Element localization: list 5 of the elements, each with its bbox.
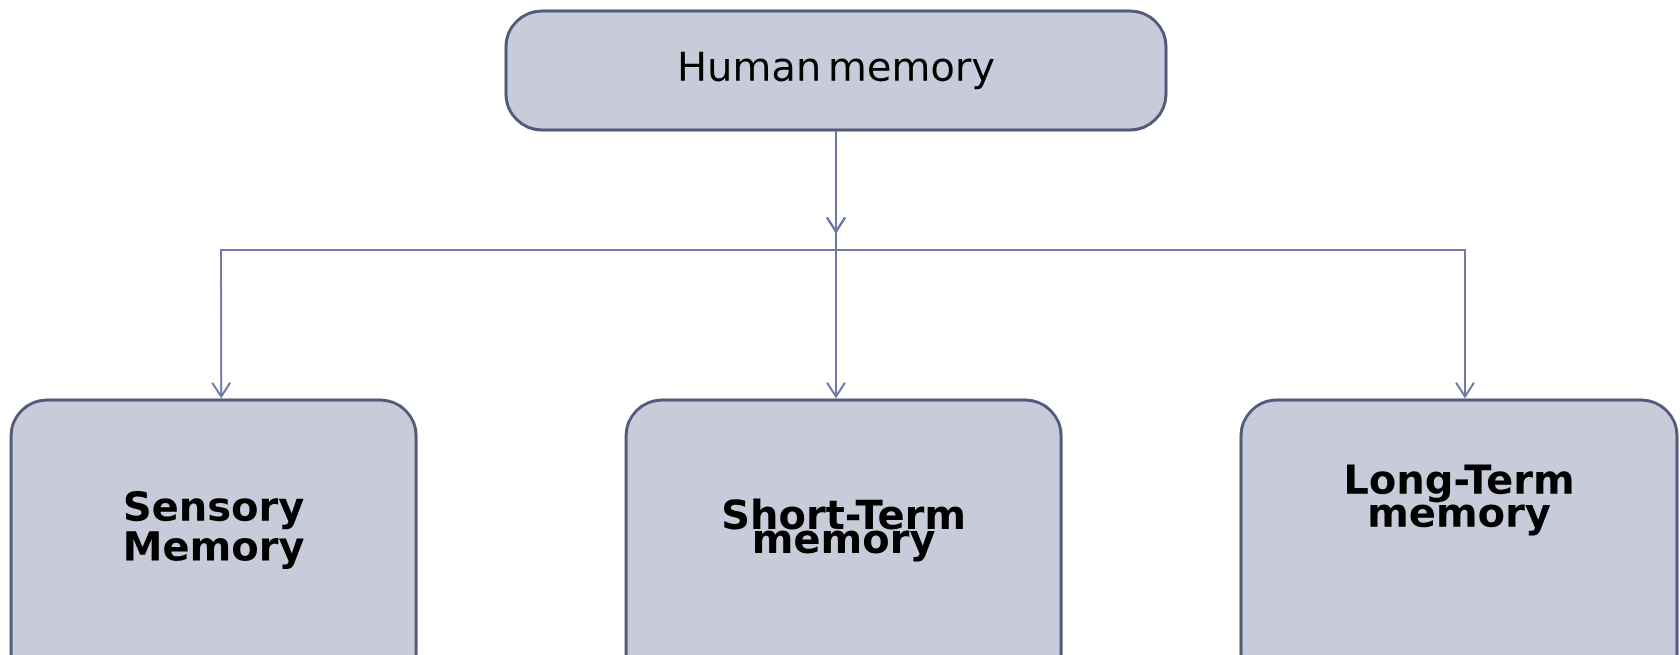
- memory-box: Sensory Memory: [9, 398, 418, 655]
- memory-box: Short-Term memory: [624, 398, 1063, 655]
- connector-arrow: [826, 130, 1475, 399]
- memory-box: Long-Term memory: [1239, 398, 1679, 655]
- memory-box: Human memory: [504, 9, 1168, 132]
